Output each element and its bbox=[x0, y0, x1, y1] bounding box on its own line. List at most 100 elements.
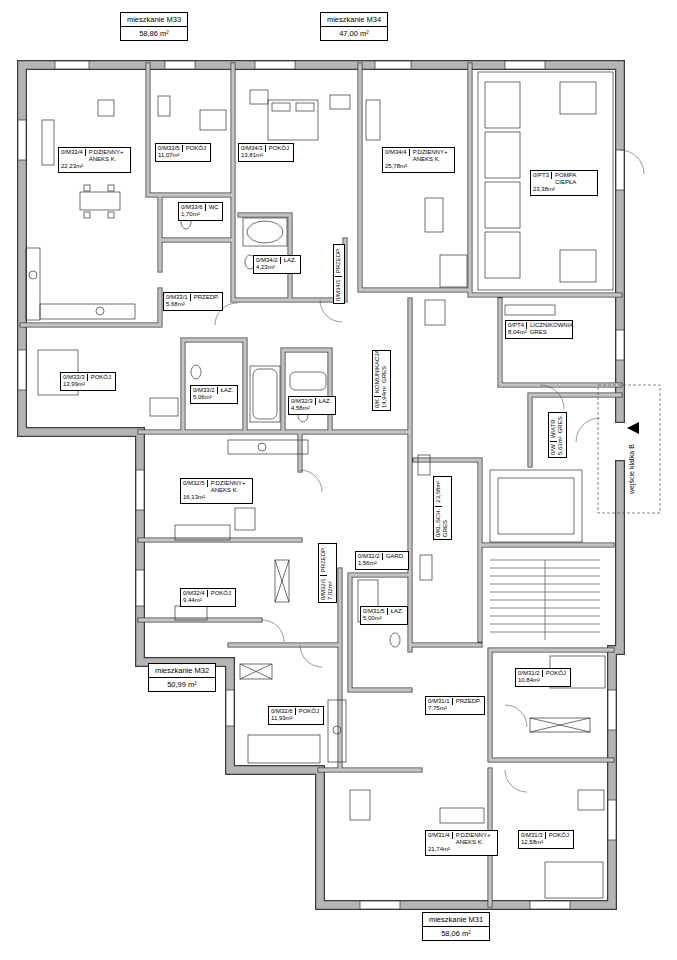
apartment-name: mieszkanie M31 bbox=[429, 915, 483, 924]
stairs bbox=[490, 560, 600, 640]
label-row: 0/M34/4P.DZIENNY+ ANEKS K. bbox=[385, 149, 452, 163]
room-text: 5,68m² bbox=[166, 301, 185, 308]
room-text: 16,13m² bbox=[183, 494, 205, 501]
room-text: 10,84m² bbox=[518, 677, 540, 684]
furniture bbox=[26, 72, 613, 898]
label-row: 5,63m²GRES bbox=[557, 415, 564, 455]
room-text: PRZEDP. bbox=[194, 294, 219, 301]
room-code: 0/M32/3 bbox=[291, 398, 316, 405]
room-code: 0/M33/6 bbox=[181, 204, 206, 211]
label-row: 0/M34/3POKÓJ bbox=[241, 145, 291, 152]
label-row: 21,74m² bbox=[428, 846, 495, 853]
label-row: 0/M33/4P.DZIENNY+ ANEKS K. bbox=[61, 149, 128, 163]
room-text: 1,70m² bbox=[181, 211, 200, 218]
room-label: 0/M32/6POKÓJ11,93m² bbox=[268, 706, 324, 725]
room-text: 4,23m² bbox=[256, 264, 275, 271]
room-text: POKÓJ bbox=[299, 708, 319, 715]
label-row: 0/KKOMUNIKACJA bbox=[374, 353, 381, 408]
label-row: 13,99m² bbox=[63, 381, 113, 388]
room-text: POKÓJ bbox=[546, 670, 566, 677]
room-text: GRES bbox=[442, 520, 449, 537]
room-label: 0/M31/5ŁAZ. 5,00m² bbox=[360, 606, 408, 625]
room-text: ŁAZ. bbox=[284, 257, 297, 264]
room-code: 0/M31/1 bbox=[428, 698, 453, 705]
label-row: mieszkanie M33 bbox=[121, 13, 187, 26]
room-code: 0/M32/6 bbox=[271, 708, 296, 715]
room-text: GRES bbox=[530, 329, 547, 336]
label-row: 47,00 m² bbox=[321, 26, 387, 40]
label-row: 10,84m² bbox=[518, 677, 568, 684]
room-text: ŁAZ. bbox=[391, 608, 404, 615]
windows bbox=[18, 61, 624, 909]
room-text: 13,99m² bbox=[63, 381, 85, 388]
label-row: 11,93m² bbox=[271, 715, 321, 722]
label-row: 0/PT3POMPA CIEPŁA bbox=[533, 172, 595, 186]
room-text: WC bbox=[209, 204, 219, 211]
room-code: 0/M34/3 bbox=[241, 145, 266, 152]
label-row: 13,81m² bbox=[241, 152, 291, 159]
room-text: 12,58m² bbox=[521, 839, 543, 846]
room-text: 5,63m² bbox=[557, 436, 564, 455]
walls bbox=[22, 65, 620, 905]
room-text: 11,93m² bbox=[271, 715, 293, 722]
apartment-name: mieszkanie M34 bbox=[327, 15, 381, 24]
label-row: 0/M33/2ŁAZ. bbox=[193, 387, 235, 394]
label-row: 0/M32/6POKÓJ bbox=[271, 708, 321, 715]
room-code: 0/M34/2 bbox=[256, 257, 281, 264]
label-row: 50,99 m² bbox=[149, 677, 215, 691]
room-code: 0/K bbox=[374, 396, 381, 408]
label-row: 0/M31/4P.DZIENNY+ ANEKS K. bbox=[428, 832, 495, 846]
label-row: 0/M31/2POKÓJ bbox=[518, 670, 568, 677]
door-swings bbox=[215, 150, 644, 792]
label-row: 0/M32/3ŁAZ. bbox=[291, 398, 333, 405]
room-text: 22,23m² bbox=[61, 163, 83, 170]
apartment-label: mieszkanie M34 47,00 m² bbox=[320, 12, 388, 41]
room-label: 0/M33/4P.DZIENNY+ ANEKS K.22,23m² bbox=[58, 147, 131, 173]
room-text: POKÓJ bbox=[186, 145, 206, 152]
room-text: 4,58m² bbox=[291, 405, 310, 412]
label-row: 0/PT4LICZNIKOWNIA bbox=[508, 322, 570, 329]
label-row: mieszkanie M34 bbox=[321, 13, 387, 26]
apartment-area: 47,00 m² bbox=[339, 29, 369, 38]
apartment-area: 58,86 m² bbox=[139, 29, 169, 38]
label-row: 0/M32/2GARD. bbox=[358, 553, 406, 560]
apartment-label: mieszkanie M3158,06 m² bbox=[422, 912, 490, 941]
entrance-marker bbox=[598, 385, 660, 513]
label-row: 1,70m² bbox=[181, 211, 220, 218]
room-text: 9,44m² bbox=[183, 597, 202, 604]
label-row: 0/M33/5POKÓJ bbox=[158, 145, 208, 152]
room-code: 0/M34/4 bbox=[385, 149, 410, 156]
room-code: 0/M33/3 bbox=[63, 374, 88, 381]
room-label: 0/KKOMUNIKACJA14,94m²GRES bbox=[372, 350, 391, 411]
room-text: 14,94m² bbox=[381, 386, 388, 408]
label-row: 0/M31/1PRZEDP. bbox=[428, 698, 482, 705]
room-text: POKÓJ bbox=[211, 590, 231, 597]
room-code: 0/M31/4 bbox=[428, 832, 453, 839]
room-code: 0/M31/5 bbox=[363, 608, 388, 615]
room-code: 0/PT3 bbox=[533, 172, 552, 179]
label-row: 0/M32/5P.DZIENNY+ ANEKS K. bbox=[183, 480, 250, 494]
room-label: 0/M33/6WC1,70m² bbox=[178, 202, 223, 221]
label-row: 0/WWIATR. bbox=[550, 415, 557, 455]
label-row: 8,04m²GRES bbox=[508, 329, 570, 336]
label-row: 23,38m² bbox=[533, 186, 595, 193]
label-row: 5,68m² bbox=[166, 301, 220, 308]
room-code: 0/M31/2 bbox=[518, 670, 543, 677]
room-code: 0/M33/4 bbox=[61, 149, 86, 156]
apartment-name: mieszkanie M33 bbox=[127, 15, 181, 24]
label-row: 0/M34/1PRZEDP. bbox=[335, 247, 342, 301]
label-row: 0/M33/6WC bbox=[181, 204, 220, 211]
label-row: 0/M34/2ŁAZ. bbox=[256, 257, 298, 264]
room-label: 0/KL.SCH.23,68m²GRES bbox=[433, 476, 452, 540]
room-text: 7,02m² bbox=[327, 581, 334, 600]
label-row: 5,06m² bbox=[193, 394, 235, 401]
room-text: 5,00m² bbox=[363, 615, 382, 622]
label-row: 7,02m² bbox=[327, 546, 334, 600]
room-label: 0/M33/3POKÓJ13,99m² bbox=[60, 372, 116, 391]
label-row: 25,78m² bbox=[385, 163, 452, 170]
entrance-label: wejście klatka B bbox=[628, 440, 635, 495]
room-text: 13,81m² bbox=[241, 152, 263, 159]
room-label: 0/PT4LICZNIKOWNIA8,04m²GRES bbox=[505, 320, 573, 339]
room-label: 0/M32/2GARD.1,56m² bbox=[355, 551, 409, 570]
